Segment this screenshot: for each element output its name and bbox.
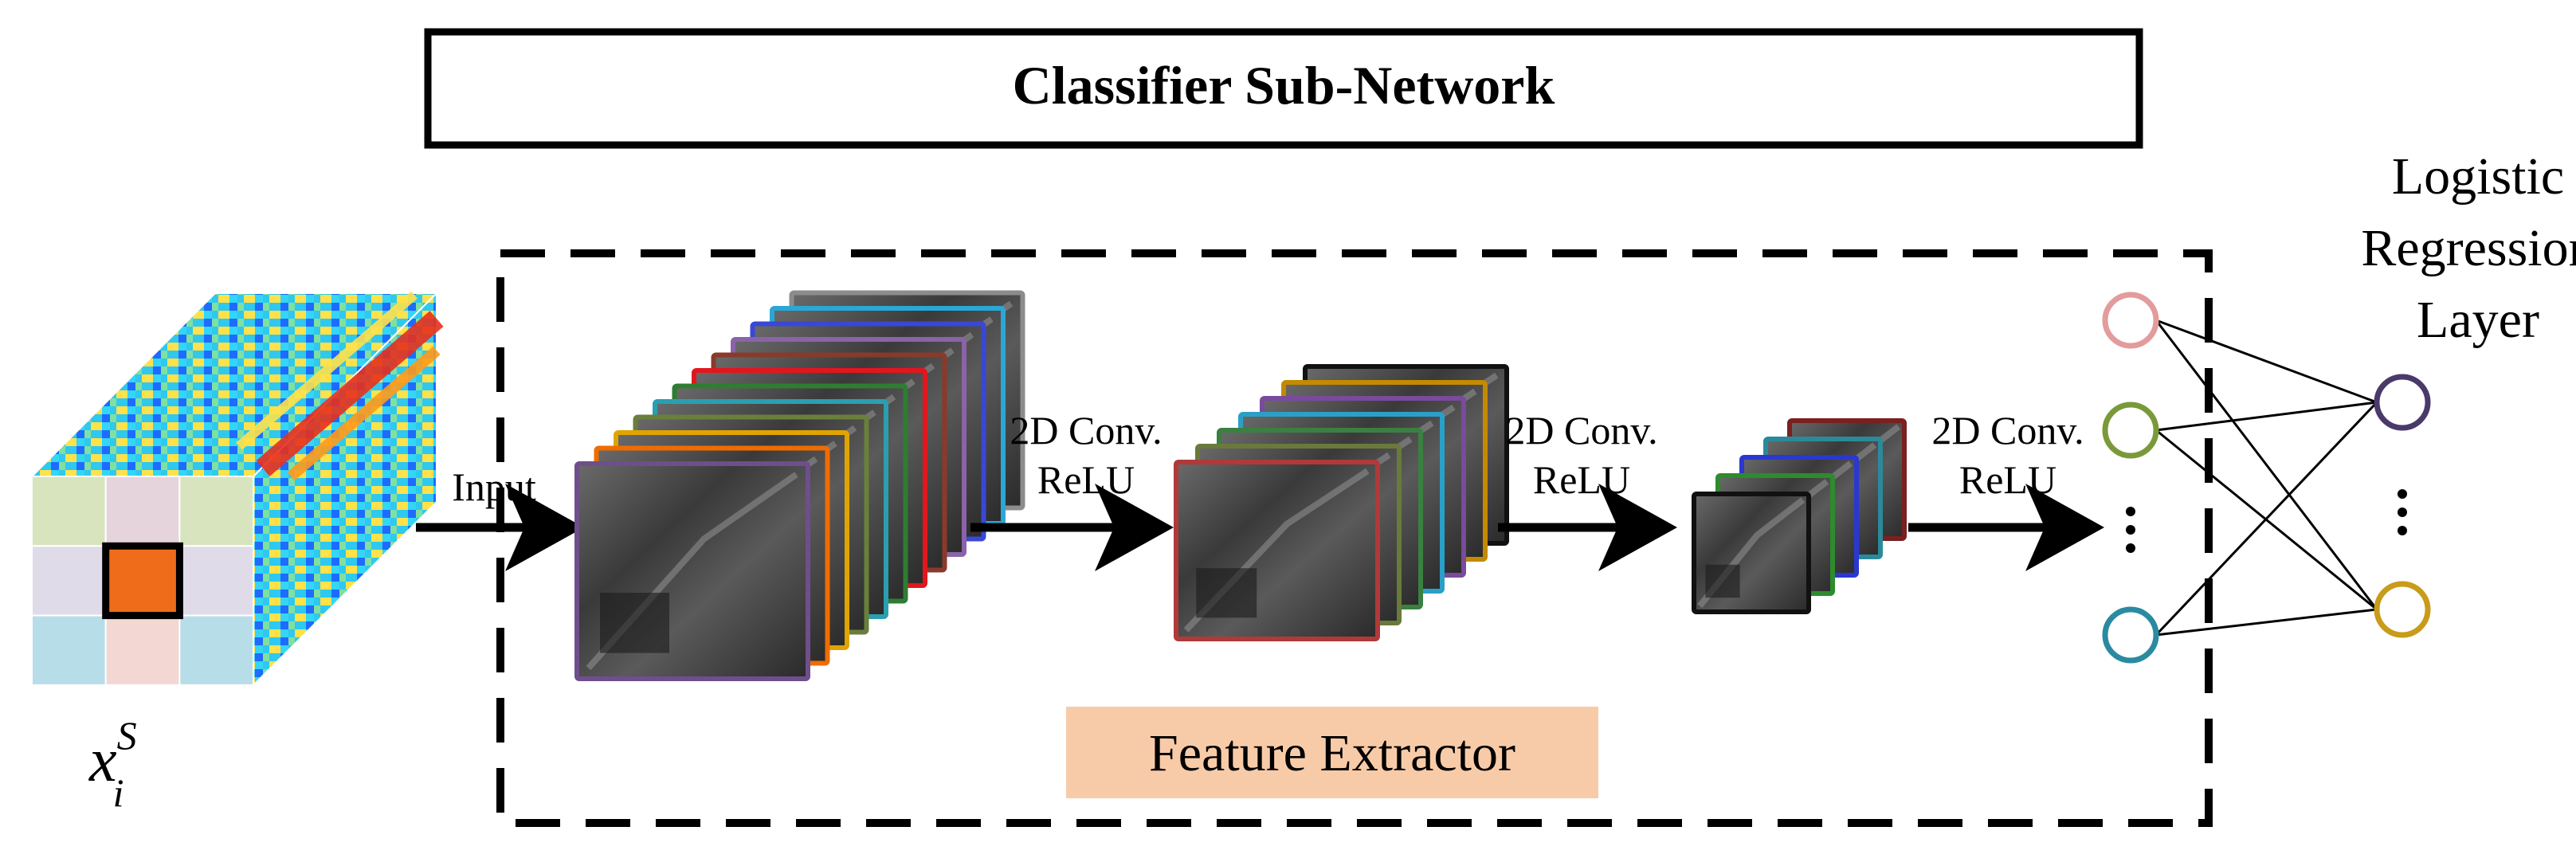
patch-cell [104,545,181,617]
feature-map [574,461,810,681]
conv1-label-line1: 2D Conv. [1010,408,1162,453]
patch-cell [178,545,255,617]
input-arrow-label: Input [452,464,536,509]
title-box [424,28,2143,149]
conv2-label-line1: 2D Conv. [1505,408,1657,453]
feature-map-stack-1 [574,290,1025,681]
conv3-label-line2: ReLU [1959,457,2056,502]
fully-connected-edges [2155,319,2378,637]
feature-map-stack-2 [1174,364,1509,641]
feature-extractor-label-bg [1066,707,1598,798]
input-node [2102,292,2159,349]
feature-map-stack-3 [1692,418,1907,614]
patch-cell [31,545,107,617]
conv3-label-line1: 2D Conv. [1931,408,2084,453]
fc-edge [2155,319,2378,610]
feature-extractor-label: Feature Extractor [1149,724,1515,782]
logistic-title-line3: Layer [2417,291,2539,349]
feature-map [1692,492,1811,614]
logistic-title-line2: Regression [2361,219,2576,277]
patch-cell [178,614,255,686]
logistic-regression-nodes [2102,292,2431,664]
input-nodes-ellipsis [2126,507,2135,553]
logistic-title-line1: Logistic [2392,147,2564,206]
diagram-title: Classifier Sub-Network [1013,55,1555,116]
conv2-label-line2: ReLU [1533,457,1630,502]
patch-cell [31,614,107,686]
patch-cell [104,614,181,686]
patch-cell [104,476,181,547]
fc-edge [2155,608,2378,637]
patch-cell [178,476,255,547]
input-node [2102,606,2159,664]
input-node [2102,402,2159,459]
feature-map [1174,460,1380,641]
center-pixel-highlight [102,542,183,620]
fc-edge [2155,401,2378,637]
fc-edge [2155,401,2378,432]
output-node [2374,581,2431,638]
input-spatial-patch [31,476,255,686]
fc-edge [2155,319,2378,404]
patch-cell [31,476,107,547]
output-nodes-ellipsis [2398,489,2407,535]
output-node [2374,374,2431,431]
feature-extractor-frame [496,249,2213,827]
conv1-label-line2: ReLU [1037,457,1135,502]
